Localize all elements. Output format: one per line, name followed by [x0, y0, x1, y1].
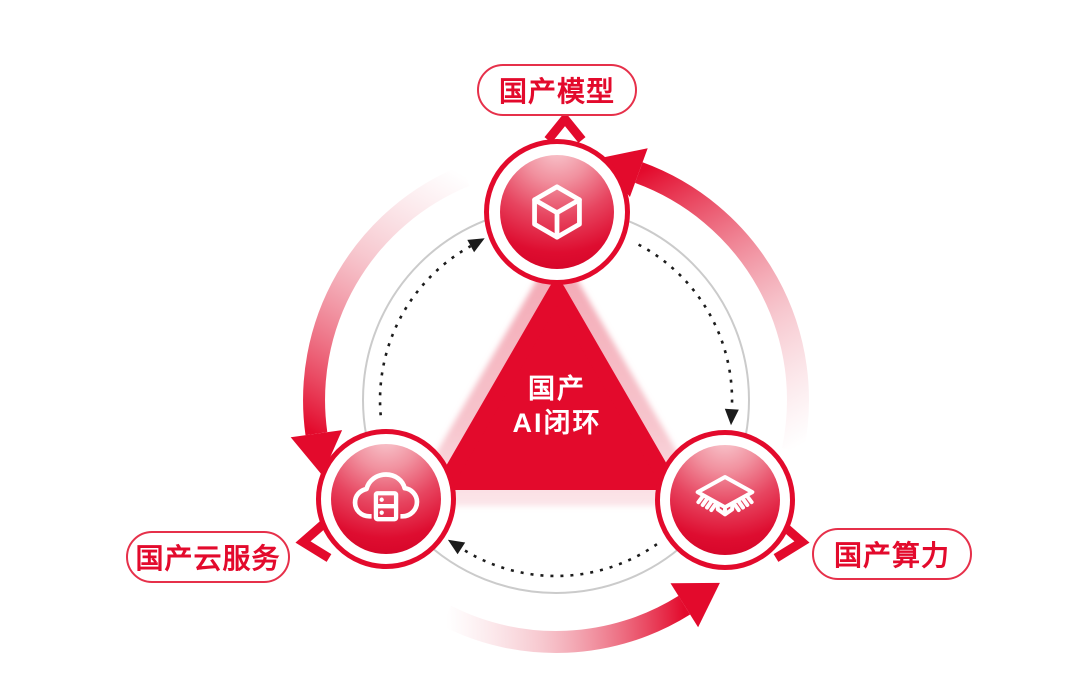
swoosh-arrowhead-left	[290, 430, 343, 476]
node-cloud	[316, 429, 456, 569]
center-title: 国产 AI闭环	[457, 372, 657, 440]
label-compute-text: 国产算力	[833, 540, 950, 571]
label-cloud-text: 国产云服务	[135, 543, 281, 574]
chip-icon	[695, 474, 755, 517]
swoosh-cloud-to-compute	[441, 595, 691, 653]
center-triangle	[438, 282, 676, 490]
chevron-up-icon	[544, 111, 586, 143]
cube-icon	[532, 184, 582, 240]
dashed-compute-to-cloud	[460, 543, 658, 578]
node-model	[484, 139, 630, 285]
dashed-cloud-to-model	[378, 244, 472, 416]
center-title-line2: AI闭环	[512, 408, 602, 438]
inner-dashed-arrows	[378, 243, 734, 578]
dashed-arrowhead-bottom	[447, 539, 466, 555]
outer-swoosh-arrows	[290, 148, 809, 653]
node-compute	[655, 430, 795, 570]
node-model-core	[500, 155, 614, 269]
swoosh-arrowhead-bottom	[670, 582, 720, 628]
dashed-arrowhead-top-left	[467, 238, 485, 253]
label-compute: 国产算力	[812, 528, 972, 580]
chevron-left-icon	[295, 517, 332, 562]
label-model: 国产模型	[477, 64, 637, 116]
dashed-arrowheads	[447, 238, 739, 555]
node-cloud-core	[331, 444, 441, 554]
swoosh-arrowhead-top	[599, 148, 648, 197]
center-title-line1: 国产	[528, 374, 586, 404]
swoosh-model-to-cloud	[303, 165, 470, 436]
label-model-text: 国产模型	[498, 76, 615, 107]
dashed-arrowhead-right	[724, 408, 739, 426]
swoosh-compute-to-model	[635, 162, 809, 453]
cloud-server-icon	[352, 472, 420, 522]
label-cloud: 国产云服务	[126, 531, 290, 583]
node-compute-core	[670, 445, 780, 555]
